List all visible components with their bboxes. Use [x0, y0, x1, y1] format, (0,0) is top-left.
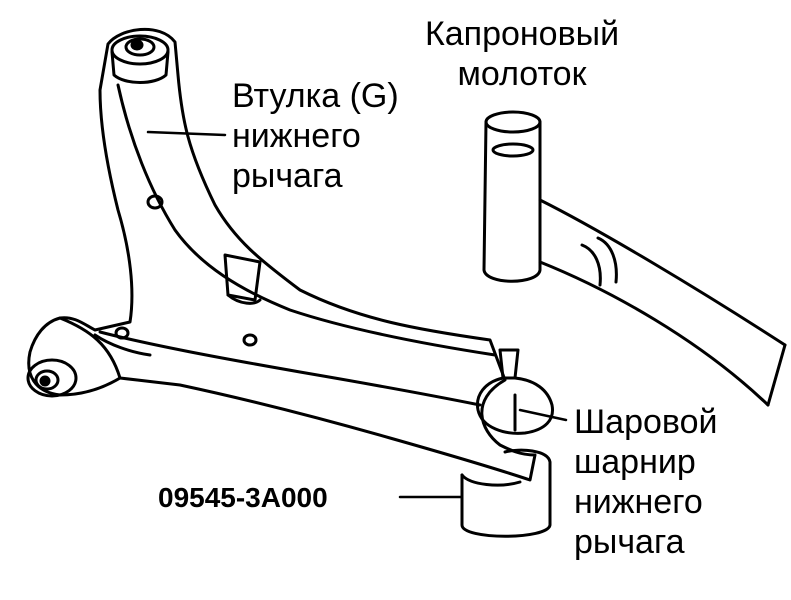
ball-joint-label-line-2: шарнир: [574, 443, 696, 481]
leader-ball-joint: [518, 408, 568, 422]
press-tool: [460, 448, 552, 538]
hammer-label-line-1: Капроновый: [424, 15, 620, 53]
ball-joint-label-line-1: Шаровой: [574, 403, 718, 441]
ball-joint-label-line-4: рычага: [574, 523, 685, 561]
bushing-label-line-2: нижнего: [232, 117, 361, 155]
bushing-label: Втулка (G) нижнего рычага: [232, 76, 399, 196]
lower-control-arm: [27, 27, 537, 482]
leader-bushing: [146, 130, 227, 137]
bushing-label-line-3: рычага: [232, 157, 343, 195]
nylon-mallet: [482, 110, 787, 407]
hammer-label: Капроновый молоток: [402, 14, 642, 94]
arm-front-bushing: [26, 358, 78, 398]
leader-lines: [146, 130, 568, 499]
bushing-label-line-1: Втулка (G): [232, 77, 399, 115]
arm-holes: [114, 194, 258, 347]
tool-code-label: 09545-3A000: [158, 482, 328, 513]
ball-joint-label: Шаровой шарнир нижнего рычага: [574, 402, 717, 562]
hammer-label-line-2: молоток: [457, 55, 587, 93]
arm-top-bushing: [110, 34, 170, 84]
ball-joint-label-line-3: нижнего: [574, 483, 703, 521]
ball-joint: [475, 348, 555, 435]
